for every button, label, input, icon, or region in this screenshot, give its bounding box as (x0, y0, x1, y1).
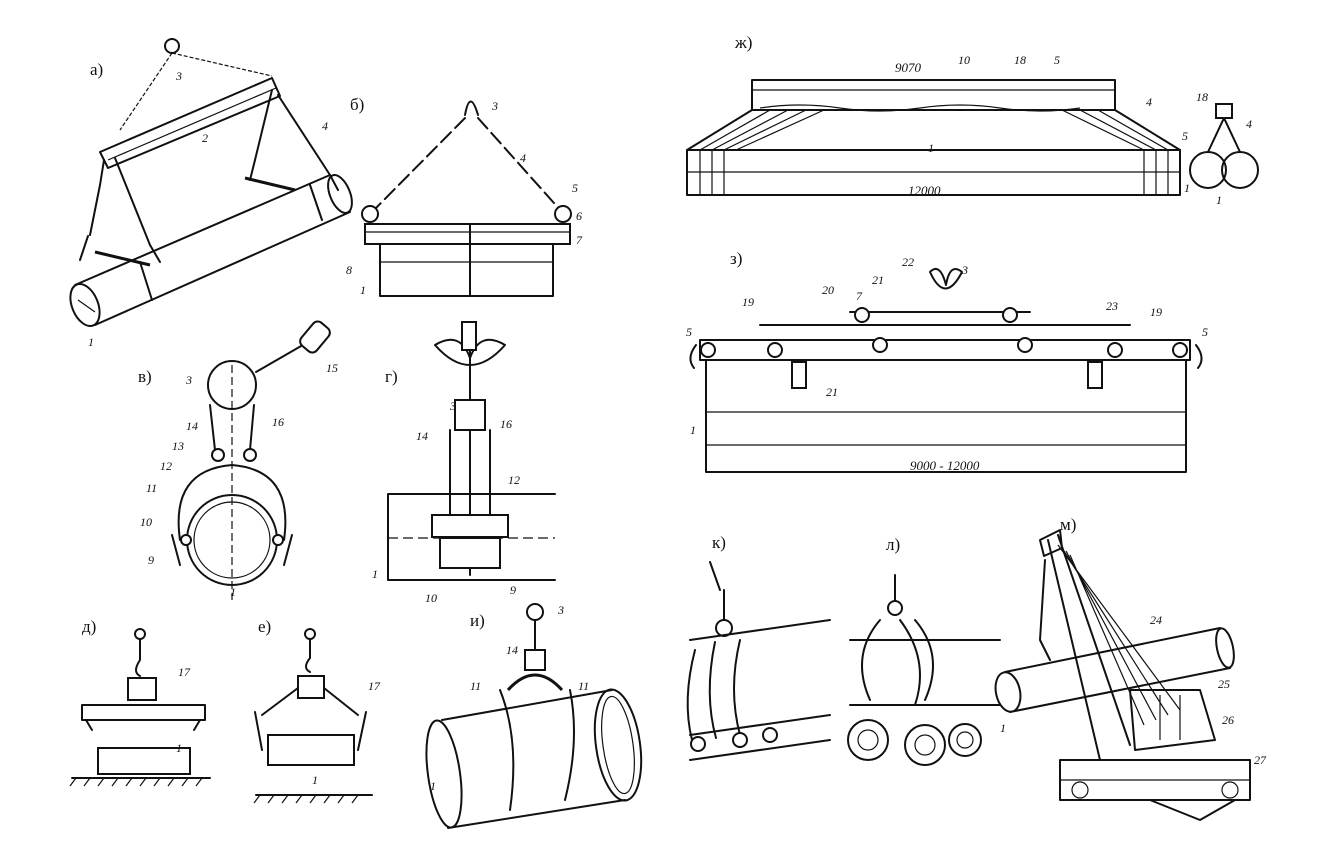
callout-1-z: 1 (690, 423, 696, 437)
callout-1: 1 (88, 335, 94, 349)
callout-5-z2: 5 (1202, 325, 1208, 339)
callout-14: 14 (186, 419, 198, 433)
callout-1-g: 1 (372, 567, 378, 581)
callout-4-b: 4 (520, 151, 526, 165)
callout-3-i: 3 (557, 603, 564, 617)
callout-1-i: 1 (430, 779, 436, 793)
dimension-9000-12000: 9000 - 12000 (910, 458, 980, 473)
callout-16: 16 (272, 415, 284, 429)
panel-v-label: в) (138, 367, 152, 386)
callout-1-m: 1 (1000, 721, 1006, 735)
callout-5-b: 5 (572, 181, 578, 195)
panel-k-label: к) (712, 533, 726, 552)
dimension-9070: 9070 (895, 60, 922, 75)
callout-21: 21 (872, 273, 884, 287)
callout-4-zh: 4 (1146, 95, 1152, 109)
panel-d-label: д) (82, 617, 96, 636)
callout-16-g: 16 (500, 417, 512, 431)
callout-8-b: 8 (346, 263, 352, 277)
panel-l-roller-grips: л) (847, 535, 1001, 766)
panel-e-block-grip-closed: е) 17 1 (253, 617, 381, 804)
callout-13: 13 (172, 439, 184, 453)
callout-21-z2: 21 (826, 385, 838, 399)
callout-7-z: 7 (856, 289, 863, 303)
panel-v-pipe-clamp: в) 3 15 14 16 13 12 11 10 9 1 (138, 320, 338, 600)
panel-m-pipelayer: м) 24 25 26 27 1 (994, 515, 1267, 821)
callout-14-g: 14 (416, 429, 428, 443)
panel-m-label: м) (1060, 515, 1076, 534)
callout-11: 11 (146, 481, 157, 495)
callout-17-e: 17 (368, 679, 381, 693)
callout-27: 27 (1254, 753, 1267, 767)
callout-2: 2 (202, 131, 208, 145)
callout-1-b: 1 (360, 283, 366, 297)
callout-11-i2: 11 (578, 679, 589, 693)
callout-10-g: 10 (425, 591, 437, 605)
panel-z-label: з) (730, 249, 742, 268)
callout-1-d: 1 (176, 741, 182, 755)
callout-4: 4 (322, 119, 328, 133)
callout-1-v: 1 (230, 585, 236, 599)
panel-d-block-grip: д) 17 1 (69, 617, 211, 787)
callout-14-i: 14 (506, 643, 518, 657)
callout-19: 19 (742, 295, 754, 309)
callout-15: 15 (326, 361, 338, 375)
callout-10-zh: 10 (958, 53, 970, 67)
panel-a-traverse-sling: а) 3 2 4 1 (69, 38, 353, 349)
panel-z-grip-traverse: з) 9000 - 12000 5 5 19 19 20 7 21 22 3 2… (686, 249, 1208, 473)
callout-18: 18 (1014, 53, 1026, 67)
callout-11-i: 11 (470, 679, 481, 693)
panel-k-pipe-grips: к) (686, 533, 831, 761)
callout-24: 24 (1150, 613, 1162, 627)
panel-a-label: а) (90, 60, 103, 79)
callout-5-z: 5 (686, 325, 692, 339)
callout-1-zh3: 1 (1216, 193, 1222, 207)
callout-1-zh: 1 (928, 141, 934, 155)
callout-4-zh2: 4 (1246, 117, 1252, 131)
callout-12-g: 12 (508, 473, 520, 487)
callout-19-z2: 19 (1150, 305, 1162, 319)
panel-g-label: г) (385, 367, 398, 386)
callout-7-b: 7 (576, 233, 583, 247)
panel-i-pipe-clamp: и) 3 14 11 11 1 (425, 603, 643, 829)
callout-23: 23 (1106, 299, 1118, 313)
callout-1-zh2: 1 (1184, 181, 1190, 195)
callout-22: 22 (902, 255, 914, 269)
callout-3-z: 3 (961, 263, 968, 277)
callout-25: 25 (1218, 677, 1230, 691)
callout-3-g: 3 (449, 399, 456, 413)
callout-9-g: 9 (510, 583, 516, 597)
callout-5-zh: 5 (1054, 53, 1060, 67)
callout-20: 20 (822, 283, 834, 297)
callout-3-b: 3 (491, 99, 498, 113)
callout-17: 17 (178, 665, 191, 679)
callout-1-e: 1 (312, 773, 318, 787)
panel-g-clamp-side: г) 3 16 14 12 1 10 9 (372, 321, 556, 605)
panel-i-label: и) (470, 611, 485, 630)
panel-e-label: е) (258, 617, 271, 636)
panel-zh-label: ж) (734, 33, 752, 52)
dimension-12000: 12000 (908, 183, 941, 198)
callout-10: 10 (140, 515, 152, 529)
callout-3-v: 3 (185, 373, 192, 387)
callout-9: 9 (148, 553, 154, 567)
callout-6-b: 6 (576, 209, 582, 223)
panel-b-label: б) (350, 95, 364, 114)
panel-zh-long-traverse: ж) 9070 12000 10 18 5 4 5 1 18 4 1 1 (686, 33, 1259, 207)
callout-12: 12 (160, 459, 172, 473)
callout-5-zh2: 5 (1182, 129, 1188, 143)
callout-26: 26 (1222, 713, 1234, 727)
callout-18-zh2: 18 (1196, 90, 1208, 104)
panel-l-label: л) (886, 535, 900, 554)
panel-b-beam-traverse: б) 3 4 5 6 7 8 1 (346, 95, 583, 297)
callout-3: 3 (175, 69, 182, 83)
